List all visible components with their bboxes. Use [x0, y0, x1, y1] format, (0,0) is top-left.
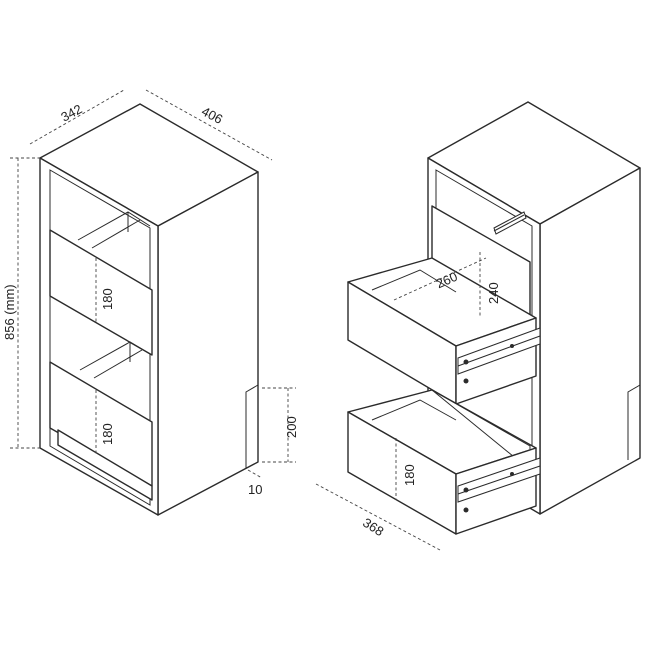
label-drawer-top-height: 180 — [100, 288, 115, 310]
label-drawer-width: 368 — [360, 515, 386, 539]
right-cabinet — [347, 101, 641, 535]
label-drawer-lower-height: 180 — [402, 464, 417, 486]
label-height-total: 856 (mm) — [2, 284, 17, 340]
label-depth-left: 406 — [199, 104, 225, 127]
right-dimensions — [315, 252, 487, 551]
left-upper-drawer-front — [49, 229, 153, 356]
right-cabinet-side — [539, 167, 641, 515]
label-drawer-inner-height: 240 — [486, 282, 501, 304]
left-cabinet-plinth — [57, 429, 153, 501]
label-plinth-height: 200 — [284, 416, 299, 438]
left-cabinet — [39, 103, 259, 516]
left-cabinet-side — [157, 171, 259, 516]
label-plinth-inset: 10 — [248, 482, 262, 497]
label-width-left: 342 — [58, 101, 84, 124]
left-dimensions — [10, 89, 296, 479]
label-drawer-bottom-height: 180 — [100, 423, 115, 445]
